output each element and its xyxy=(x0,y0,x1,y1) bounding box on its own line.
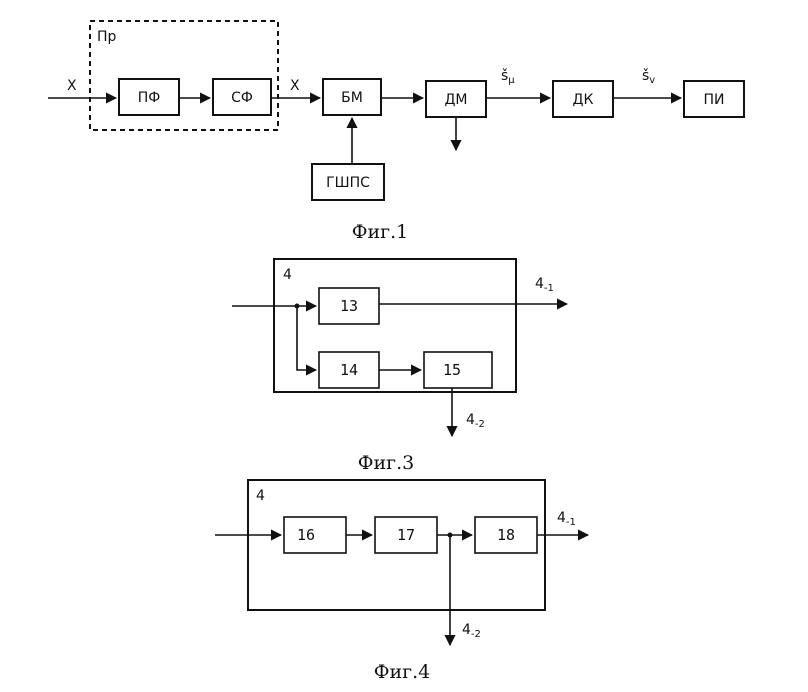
input-label: X xyxy=(67,78,77,94)
fig4-frame-label: 4 xyxy=(256,488,265,504)
fig3-block-frame xyxy=(273,258,517,393)
fig3-out2-label: 4-2 xyxy=(466,412,485,430)
receiver-group-label: Пр xyxy=(97,29,117,45)
fig1: Пр X ПФ СФ X БМ ГШПС ДМ šμ ДК šv ПИ Фиг.… xyxy=(48,20,745,243)
block-sf-label: СФ xyxy=(231,90,253,106)
fig3-block-14 xyxy=(318,351,380,389)
fig3-frame-label: 4 xyxy=(283,267,292,283)
block-bm-label: БМ xyxy=(341,90,363,106)
fig3-block-15-label: 15 xyxy=(443,361,461,379)
signal-dm-dk-label: šμ xyxy=(501,68,515,86)
block-sf xyxy=(212,78,272,116)
fig3-block-13 xyxy=(318,287,380,325)
fig3-block-14-label: 14 xyxy=(340,361,358,379)
block-pf xyxy=(118,78,180,116)
block-dk-label: ДК xyxy=(573,92,594,108)
fig4: 4 16 17 4-2 18 4-1 Фиг.4 xyxy=(215,479,590,683)
block-dm-label: ДМ xyxy=(444,92,467,108)
fig4-out1-label: 4-1 xyxy=(557,510,576,528)
block-pi-label: ПИ xyxy=(704,92,725,108)
mid-label: X xyxy=(290,78,300,94)
fig3-arrow-to-14 xyxy=(296,306,318,376)
fig4-out2-label: 4-2 xyxy=(462,622,481,640)
fig3-block-15 xyxy=(423,351,493,389)
fig1-caption: Фиг.1 xyxy=(352,221,409,243)
block-dk xyxy=(552,80,614,118)
block-gshps-label: ГШПС xyxy=(326,175,370,191)
block-pi xyxy=(683,80,745,118)
fig4-block-17-label: 17 xyxy=(397,526,415,544)
block-bm xyxy=(322,78,382,116)
fig4-block-18-label: 18 xyxy=(497,526,515,544)
fig4-block-16 xyxy=(283,516,347,554)
fig3-out1-label: 4-1 xyxy=(535,276,554,294)
fig4-caption: Фиг.4 xyxy=(374,661,431,683)
fig4-block-16-label: 16 xyxy=(297,526,315,544)
fig3-caption: Фиг.3 xyxy=(358,452,415,474)
fig3: 4 13 4-1 14 15 4-2 Фиг.3 xyxy=(232,258,569,474)
fig3-block-13-label: 13 xyxy=(340,297,358,315)
block-pf-label: ПФ xyxy=(138,90,161,106)
receiver-group-frame xyxy=(89,20,279,131)
fig4-block-frame xyxy=(247,479,546,611)
block-dm xyxy=(425,80,487,118)
signal-dk-pi-label: šv xyxy=(642,68,655,86)
block-gshps xyxy=(311,163,385,201)
